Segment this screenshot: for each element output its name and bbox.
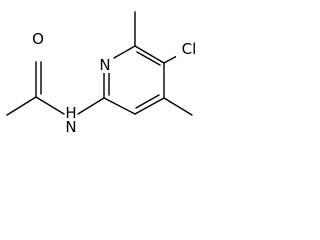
oxygen-label-bg: [30, 29, 46, 47]
bond-carbonyl-amide-n: [35, 96, 65, 115]
bond-ring-c3-c2: [103, 97, 136, 115]
bond-ring-c4-c3: [134, 97, 165, 115]
bond-ring-c6-c5-double: [136, 51, 161, 66]
structure-diagram: O H N N Cl: [6, 11, 202, 136]
amide-nitrogen-label-bg: [63, 118, 79, 134]
atom-labels: O H N N Cl: [30, 29, 202, 136]
bond-ring-n1-c6: [113, 45, 136, 59]
amide-hydrogen-label: H: [65, 104, 76, 122]
bond-ring-c4-c3-double: [135, 94, 160, 109]
ring-nitrogen-label-bg: [97, 55, 113, 73]
chlorine-label: Cl: [182, 40, 197, 58]
bond-amide-n-ring: [77, 97, 105, 115]
ring-nitrogen-label: N: [99, 56, 110, 74]
bond-c4-methyl: [163, 97, 193, 116]
bond-ring-c6-c5: [134, 45, 165, 64]
bond-c5-chlorine: [163, 55, 178, 64]
bond-methyl-carbonyl: [6, 96, 37, 116]
oxygen-label: O: [32, 30, 44, 48]
chlorine-label-bg: [176, 39, 202, 57]
amide-nitrogen-label: N: [65, 118, 76, 136]
bonds: [6, 11, 193, 116]
